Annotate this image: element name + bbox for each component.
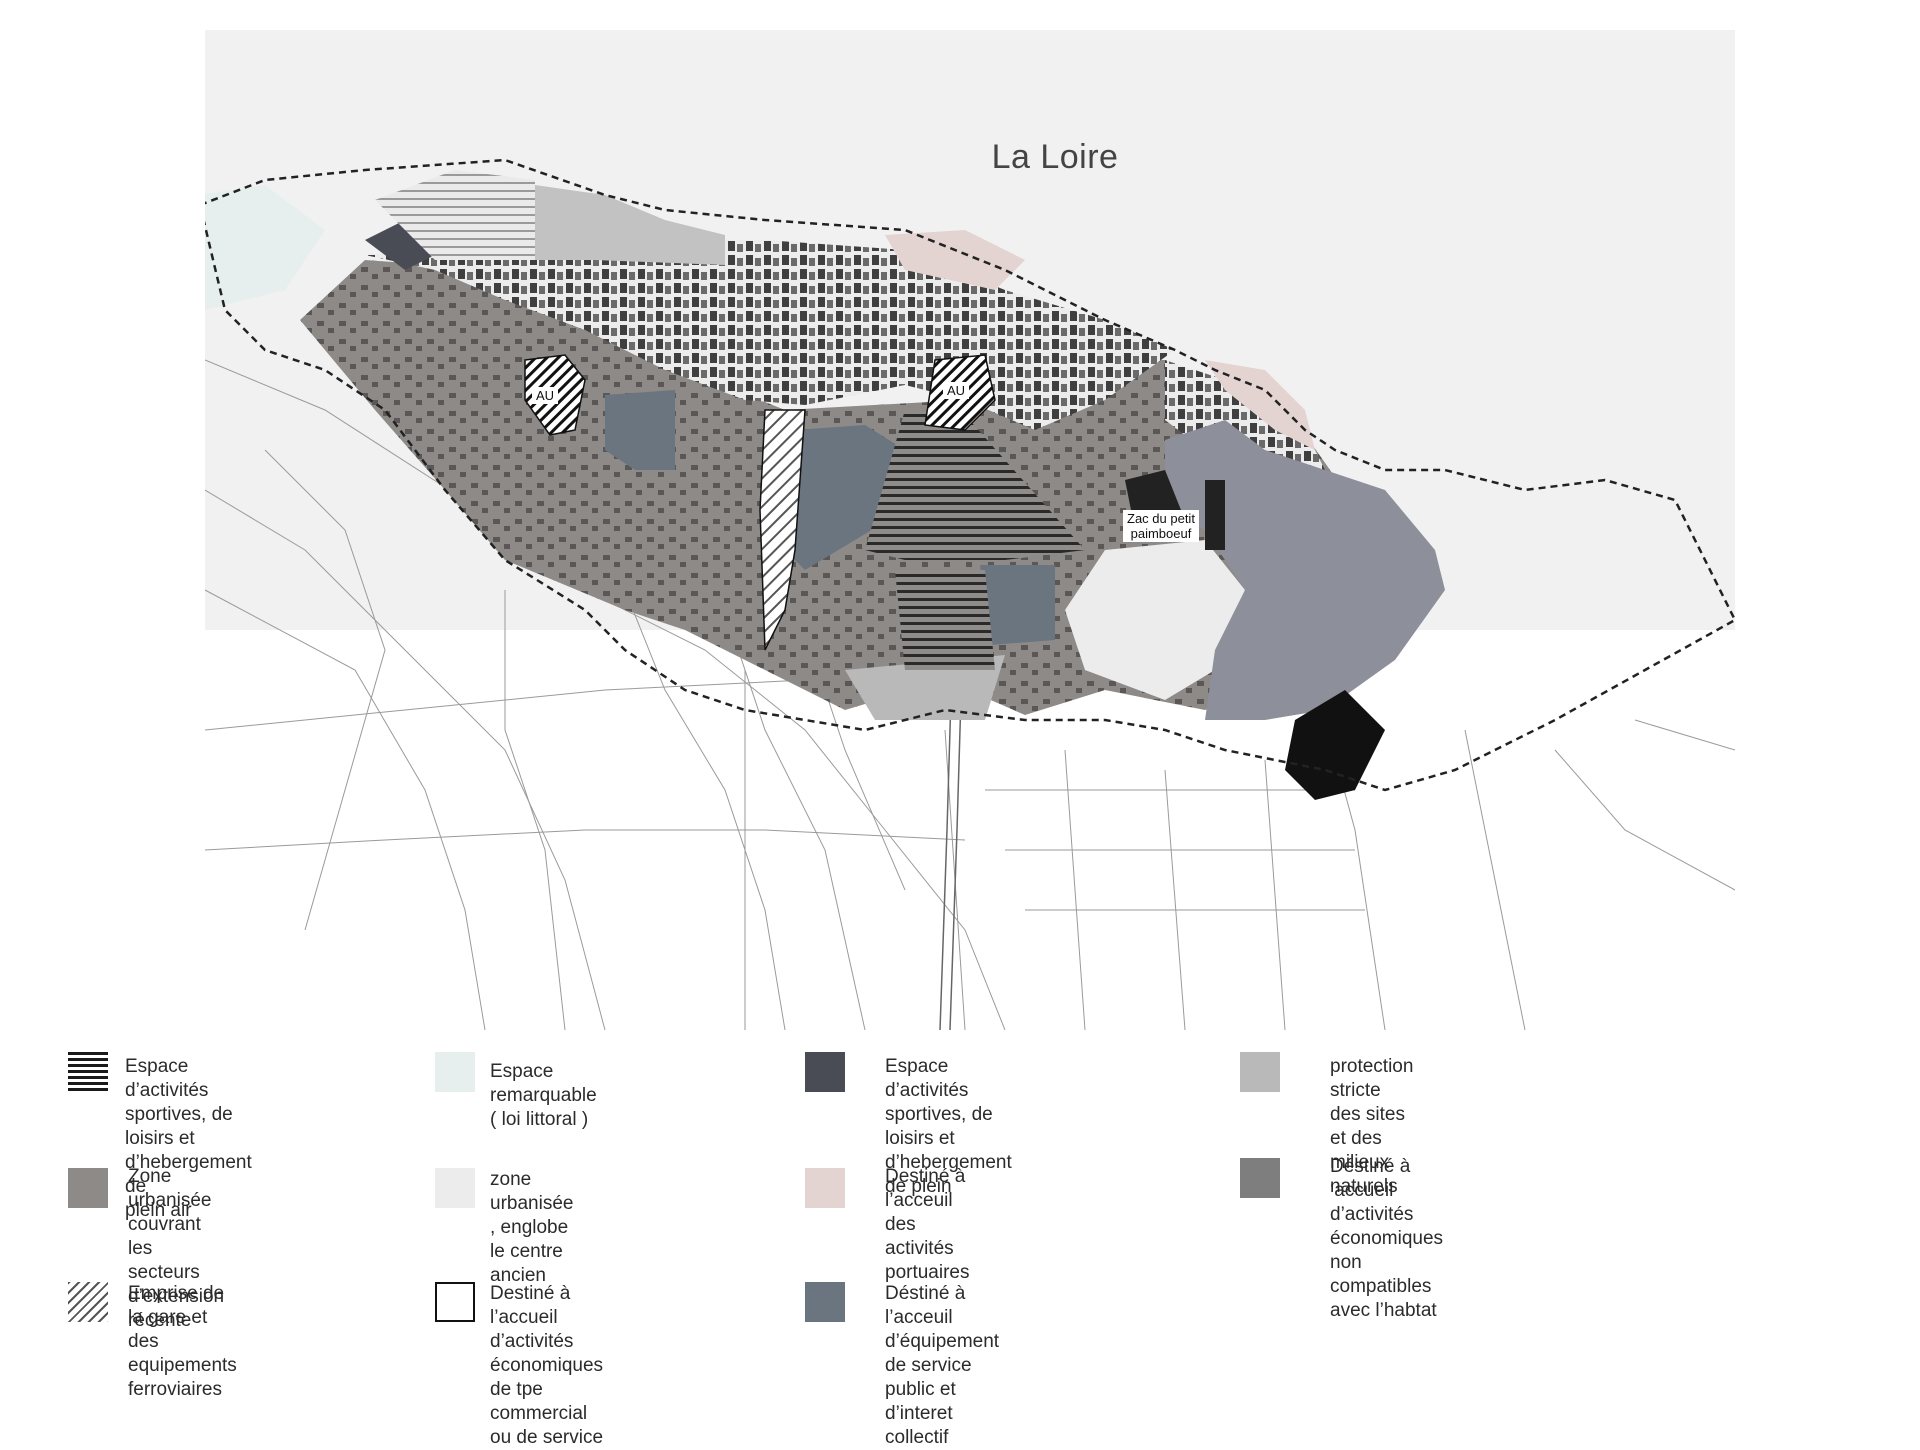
- map-canvas: [205, 30, 1735, 1030]
- rail-station-zone: [759, 409, 806, 651]
- legend-label-sport-hatch: Espace d’activités sportives, de loisirs…: [125, 1056, 252, 1221]
- public-equipment-3: [980, 565, 1055, 645]
- public-equipment-2: [785, 425, 905, 570]
- perimeter-boundary: [205, 158, 1735, 792]
- industrial-plant: [1285, 690, 1385, 800]
- legend-label-port: Destiné à l’acceuil des activités portua…: [885, 1166, 970, 1283]
- legend-label-recent-ext: Zone urbanisée couvrant les secteurs d’e…: [128, 1166, 225, 1331]
- zac-sport-hatch-south: [895, 570, 995, 670]
- public-equipment-1: [605, 390, 675, 470]
- legend-swatch-rail: [68, 1282, 108, 1322]
- legend-swatch-sport-dark: [805, 1052, 845, 1092]
- remarkable-area: [205, 185, 325, 310]
- old-center-industrial: [1065, 540, 1245, 700]
- legend-label-public-equip: Déstiné à l’acceuil d’équipement de serv…: [885, 1283, 1000, 1448]
- au-label-east: AU: [943, 382, 970, 399]
- legend-swatch-eco-incompat: [1240, 1158, 1280, 1198]
- legend-swatch-tpe: [435, 1282, 475, 1322]
- au-label-west: AU: [532, 387, 559, 404]
- legend-label-tpe: Destiné à l’accueil d’activités économiq…: [490, 1283, 604, 1448]
- industrial-building-2: [1205, 480, 1225, 550]
- protection-zone-south: [845, 655, 1005, 720]
- legend-swatch-remarkable: [435, 1052, 475, 1092]
- port-zone-east: [1205, 360, 1315, 450]
- legend-label-sport-dark: Espace d’activités sportives, de loisirs…: [885, 1056, 1012, 1197]
- legend-swatch-recent-ext: [68, 1168, 108, 1208]
- protection-zone-north: [535, 185, 725, 265]
- sport-light-hatch-zone: [375, 170, 535, 260]
- port-industrial-zone: [1165, 420, 1445, 720]
- legend-label-old-center: zone urbanisée , englobe le centre ancie…: [490, 1169, 574, 1286]
- legend-swatch-protection: [1240, 1052, 1280, 1092]
- legend-swatch-port: [805, 1168, 845, 1208]
- zoning-map: La Loire AU AU Zac du petit paimboeuf: [205, 30, 1735, 1030]
- legend-label-eco-incompat: Déstiné à ‘accueil d’activités économiqu…: [1330, 1156, 1444, 1321]
- legend-label-protection: protection stricte des sites et des mili…: [1330, 1056, 1414, 1197]
- zac-label: Zac du petit paimboeuf: [1123, 510, 1199, 542]
- zac-sport-hatch-north: [865, 410, 1085, 560]
- legend-swatch-sport-hatch: [68, 1052, 108, 1092]
- legend-label-rail: Emprise de la gare et des equipements fe…: [128, 1283, 237, 1400]
- legend-swatch-public-equip: [805, 1282, 845, 1322]
- legend-swatch-old-center: [435, 1168, 475, 1208]
- port-zone-north: [885, 230, 1025, 290]
- legend-label-remarkable: Espace remarquable ( loi littoral ): [490, 1061, 597, 1130]
